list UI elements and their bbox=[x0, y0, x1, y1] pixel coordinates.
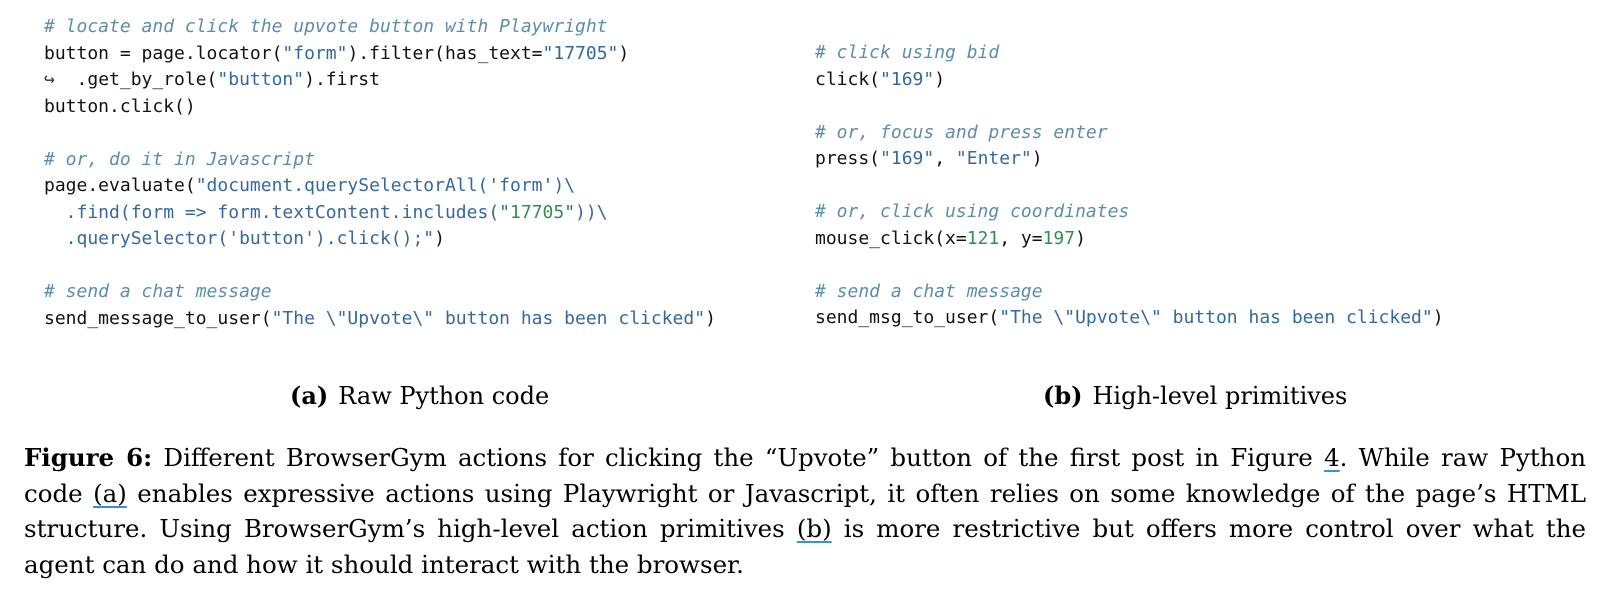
code-token-plain: ).filter(has_text= bbox=[347, 42, 543, 64]
code-token-plain: .get_by_role( bbox=[76, 69, 218, 90]
subcaption-a-text: Raw Python code bbox=[338, 382, 550, 410]
code-token-plain: press( bbox=[815, 148, 881, 169]
code-token-plain: ) bbox=[1075, 227, 1086, 249]
caption-text-4: is more restrictive but offers more cont… bbox=[24, 514, 1586, 579]
code-line: ​ bbox=[815, 93, 1444, 120]
code-token-plain: ) bbox=[1031, 148, 1043, 169]
code-line: send_message_to_user("The \"Upvote\" but… bbox=[44, 306, 716, 333]
code-line: # or, focus and press enter bbox=[815, 120, 1444, 147]
code-token-string: "))\ bbox=[564, 201, 608, 223]
subfigure-b-reference-link[interactable]: (b) bbox=[796, 514, 832, 543]
code-line: send_msg_to_user("The \"Upvote\" button … bbox=[815, 305, 1444, 332]
figure-label: Figure 6: bbox=[24, 443, 153, 472]
code-token-plain: , y= bbox=[999, 227, 1043, 249]
code-line: mouse_click(x=121, y=197) bbox=[815, 226, 1444, 253]
code-token-plain: ) bbox=[934, 68, 946, 90]
code-token-number: 197 bbox=[1042, 227, 1076, 249]
subfigure-a-reference-link[interactable]: (a) bbox=[93, 478, 127, 508]
code-line: # or, click using coordinates bbox=[815, 199, 1444, 226]
code-block-raw-python: # locate and click the upvote button wit… bbox=[44, 14, 716, 332]
code-line: ↪ .get_by_role("button").first bbox=[44, 67, 716, 94]
code-token-string: "form" bbox=[282, 42, 348, 64]
code-token-string: "button" bbox=[217, 69, 305, 90]
code-token-plain: , bbox=[934, 148, 956, 169]
code-token-plain: mouse_click(x= bbox=[815, 227, 967, 249]
code-line: # send a chat message bbox=[44, 279, 716, 306]
code-token-comment: # locate and click the upvote button wit… bbox=[44, 16, 608, 37]
caption-text-2: . While raw Python code bbox=[24, 443, 1586, 508]
code-line: page.evaluate("document.querySelectorAll… bbox=[44, 173, 716, 200]
code-token-string: "The \"Upvote\" button has been clicked" bbox=[999, 307, 1433, 328]
caption-text-3: enables expressive actions using Playwri… bbox=[24, 478, 1586, 544]
code-line: .querySelector('button').click();") bbox=[44, 226, 716, 253]
figure-caption: Figure 6: Different BrowserGym actions f… bbox=[24, 440, 1586, 582]
caption-text-1: Different BrowserGym actions for clickin… bbox=[152, 443, 1325, 472]
code-token-comment: # send a chat message bbox=[815, 280, 1043, 302]
code-line: ​ bbox=[815, 252, 1444, 279]
code-token-string: "169" bbox=[880, 68, 935, 90]
code-token-plain: ) bbox=[1432, 307, 1444, 328]
code-token-plain: send_message_to_user( bbox=[44, 307, 272, 329]
code-token-plain: page.evaluate( bbox=[44, 175, 196, 196]
code-token-number: 121 bbox=[966, 227, 1000, 249]
subcaption-b-text: High-level primitives bbox=[1092, 382, 1348, 410]
code-token-plain: ) bbox=[618, 42, 630, 64]
code-token-comment: # click using bid bbox=[815, 42, 1000, 63]
code-token-comment: # or, do it in Javascript bbox=[44, 148, 315, 170]
code-token-plain: ).first bbox=[304, 69, 380, 90]
subcaption-a-tag: (a) bbox=[290, 381, 329, 410]
code-token-plain: click( bbox=[815, 68, 881, 90]
subcaption-a: (a) Raw Python code bbox=[290, 381, 549, 410]
code-line: click("169") bbox=[815, 67, 1444, 94]
code-token-string: "17705" bbox=[542, 42, 619, 64]
code-token-comment: # or, focus and press enter bbox=[815, 121, 1108, 143]
code-line: # click using bid bbox=[815, 40, 1444, 67]
code-line: button = page.locator("form").filter(has… bbox=[44, 41, 716, 68]
code-line: ​ bbox=[44, 120, 716, 147]
code-token-comment: # or, click using coordinates bbox=[815, 201, 1130, 222]
code-token-plain: button = page.locator( bbox=[44, 42, 283, 64]
code-token-string: .querySelector('button').click();" bbox=[44, 228, 435, 249]
code-token-plain: send_msg_to_user( bbox=[815, 307, 1000, 328]
code-line: ​ bbox=[44, 253, 716, 280]
code-token-comment: # send a chat message bbox=[44, 281, 272, 302]
code-line: press("169", "Enter") bbox=[815, 146, 1444, 173]
code-token-string: "document.querySelectorAll('form')\ bbox=[195, 175, 576, 196]
code-token-string: "Enter" bbox=[955, 148, 1032, 169]
figure-reference-link[interactable]: 4 bbox=[1324, 443, 1340, 472]
code-line: ​ bbox=[815, 173, 1444, 200]
code-line: # locate and click the upvote button wit… bbox=[44, 14, 716, 41]
code-line: # or, do it in Javascript bbox=[44, 147, 716, 174]
code-token-cont: ↪ bbox=[44, 69, 77, 90]
code-token-number: 17705 bbox=[510, 201, 565, 223]
subcaption-b: (b) High-level primitives bbox=[1043, 381, 1347, 410]
code-token-string: .find(form => form.textContent.includes(… bbox=[44, 201, 510, 223]
subcaption-b-tag: (b) bbox=[1043, 381, 1083, 410]
code-line: button.click() bbox=[44, 94, 716, 121]
code-token-plain: ) bbox=[434, 228, 445, 249]
code-token-string: "The \"Upvote\" button has been clicked" bbox=[271, 307, 706, 329]
code-token-plain: button.click() bbox=[44, 95, 196, 117]
code-token-string: "169" bbox=[880, 148, 935, 169]
code-line: .find(form => form.textContent.includes(… bbox=[44, 200, 716, 227]
code-token-plain: ) bbox=[705, 307, 716, 329]
code-line: # send a chat message bbox=[815, 279, 1444, 306]
